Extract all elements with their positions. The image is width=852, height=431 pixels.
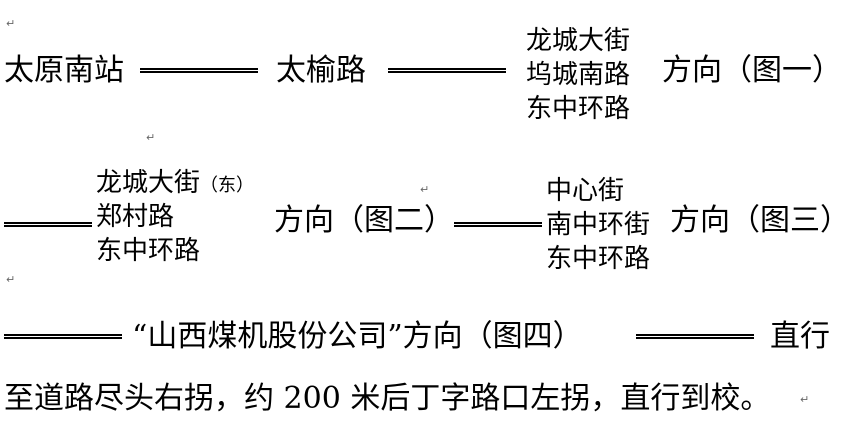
road-branch-list: 龙城大街 坞城南路 东中环路 [526, 26, 631, 122]
route-double-line [636, 334, 754, 339]
road-branch-item: 东中环路 [526, 94, 631, 124]
direction-label: 方向（图三） [670, 203, 850, 238]
paragraph-mark: ↵ [146, 131, 156, 144]
road-branch-item: 南中环街 [546, 210, 651, 240]
road-branch-item: 东中环路 [546, 244, 651, 274]
road-branch-item: 中心街 [546, 176, 625, 206]
route-double-line [454, 222, 542, 227]
road-branch-item: 坞城南路 [526, 60, 631, 90]
road-name: 太榆路 [276, 53, 366, 88]
route-double-line [388, 68, 506, 73]
station-name: 太原南站 [4, 53, 124, 88]
road-branch-item: 东中环路 [96, 236, 201, 266]
instruction-text: 至道路尽头右拐，约 200 米后丁字路口左拐，直行到校。 [4, 381, 771, 416]
route-double-line [4, 334, 122, 339]
paragraph-mark: ↵ [420, 183, 430, 196]
road-branch-list: 中心街 南中环街 东中环路 [546, 176, 651, 272]
paragraph-mark: ↵ [800, 393, 810, 406]
paragraph-mark: ↵ [6, 17, 16, 30]
direction-label: 方向（图一） [662, 53, 842, 88]
route-double-line [4, 222, 92, 227]
instruction-text: 直行 [770, 319, 830, 354]
road-branch-item: 龙城大街 [526, 26, 631, 56]
road-branch-note: （东） [200, 175, 255, 196]
paragraph-mark: ↵ [6, 273, 16, 286]
direction-label: 方向（图二） [274, 203, 454, 238]
company-direction-label: “山西煤机股份公司”方向（图四） [132, 319, 583, 354]
road-branch-item: 龙城大街 [96, 168, 201, 198]
road-branch-list: 龙城大街（东） 郑村路 东中环路 [96, 168, 255, 264]
road-branch-item: 郑村路 [96, 202, 175, 232]
route-double-line [140, 68, 258, 73]
